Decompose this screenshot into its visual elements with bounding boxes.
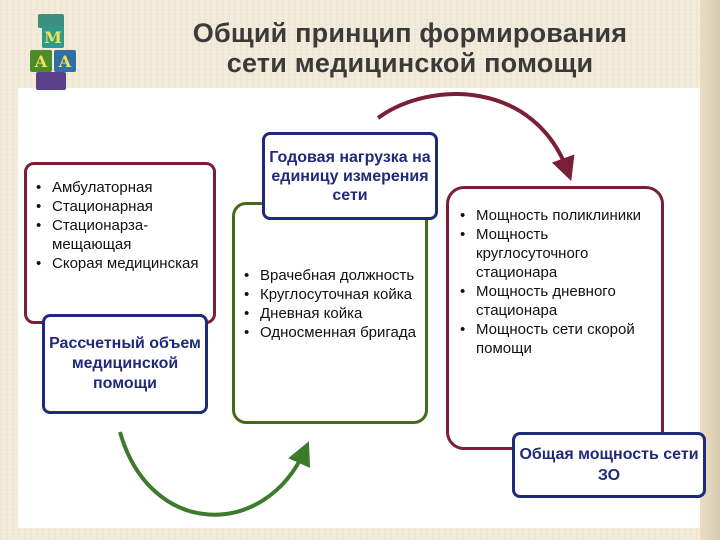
list-item: Мощность круглосуточного стационара [454, 225, 664, 282]
block-top [38, 14, 64, 28]
alphabet-blocks-icon: M A A [26, 14, 76, 90]
page-edge [700, 0, 720, 540]
total-capacity-label: Общая мощность сети ЗО [519, 446, 699, 484]
title-line-1: Общий принцип формирования [192, 18, 628, 48]
list-item: Стационарная [30, 197, 216, 216]
list-item: Врачебная должность [238, 266, 428, 285]
capacity-list: Мощность поликлиники Мощность круглосуто… [454, 206, 664, 358]
calculated-volume-badge: Рассчетный объем медицинской помощи [42, 314, 208, 414]
care-types-list: Амбулаторная Стационарная Стационарза-ме… [30, 178, 216, 273]
network-units-list: Врачебная должность Круглосуточная койка… [238, 266, 428, 342]
block-a-left: A [30, 50, 52, 72]
list-item: Мощность дневного стационара [454, 282, 664, 320]
annual-load-badge: Годовая нагрузка на единицу измерения се… [262, 132, 438, 220]
list-item: Мощность сети скорой помощи [454, 320, 664, 358]
block-a-right: A [54, 50, 76, 72]
list-item: Мощность поликлиники [454, 206, 664, 225]
arrow-left-to-middle [118, 431, 311, 517]
list-item: Дневная койка [238, 304, 428, 323]
total-capacity-badge: Общая мощность сети ЗО [512, 432, 706, 498]
title-line-2: сети медицинской помощи [226, 48, 594, 78]
block-bottom [36, 72, 66, 90]
annual-load-label: Годовая нагрузка на единицу измерения се… [269, 148, 431, 204]
list-item: Амбулаторная [30, 178, 216, 197]
list-item: Стационарза-мещающая [30, 216, 216, 254]
block-m: M [42, 26, 64, 48]
arrow-top-to-right [376, 92, 575, 182]
list-item: Скорая медицинская [30, 254, 216, 273]
list-item: Односменная бригада [238, 323, 428, 342]
calculated-volume-label: Рассчетный объем медицинской помощи [49, 335, 201, 392]
page-title: Общий принцип формирования сети медицинс… [110, 18, 710, 78]
list-item: Круглосуточная койка [238, 285, 428, 304]
